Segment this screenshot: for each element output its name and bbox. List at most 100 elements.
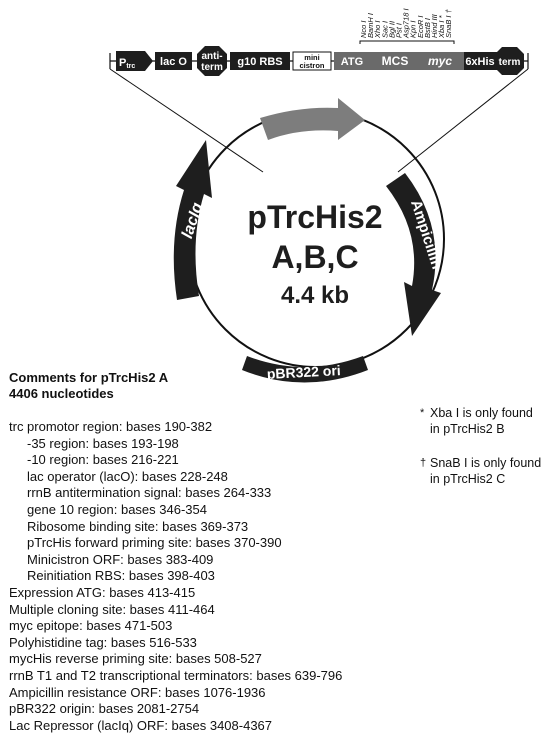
restriction-site-label: Bgl II: [387, 21, 396, 38]
feature-value: bases 228-248: [141, 468, 228, 484]
expression-cassette-arrow: [260, 98, 365, 140]
restriction-site-label: Pst I: [395, 23, 404, 38]
feature-value: bases 193-198: [92, 435, 179, 451]
feature-row: Ampicillin resistance ORF: bases 1076-19…: [9, 685, 409, 702]
feature-value: bases 411-464: [129, 601, 215, 617]
feature-value: bases 508-527: [175, 651, 262, 667]
feature-value: bases 369-373: [162, 518, 249, 534]
feature-row: Expression ATG: bases 413-415: [9, 585, 409, 602]
minicistron-box: mini cistron: [292, 51, 332, 71]
feature-name: Minicistron ORF:: [27, 551, 128, 567]
plasmid-size: 4.4 kb: [281, 282, 349, 309]
feature-row: trc promotor region: bases 190-382: [9, 419, 409, 436]
feature-name: lac operator (lacO):: [27, 468, 142, 484]
svg-text:ATG: ATG: [341, 56, 363, 68]
plasmid-name: pTrcHis2: [247, 199, 382, 235]
feature-name: -35 region:: [27, 435, 93, 451]
svg-text:g10 RBS: g10 RBS: [237, 56, 282, 68]
feature-list: trc promotor region: bases 190-382-35 re…: [9, 419, 409, 734]
laci-arrow: lacIq: [173, 140, 212, 300]
feature-name: trc promotor region:: [9, 419, 127, 434]
feature-name: Reinitiation RBS:: [27, 568, 129, 584]
footnote-snab-line2: in pTrcHis2 C: [430, 472, 506, 486]
feature-name: Ampicillin resistance ORF:: [9, 684, 166, 700]
ptrc-promoter: Ptrc: [116, 51, 153, 71]
feature-name: Ribosome binding site:: [27, 518, 163, 534]
feature-value: bases 383-409: [127, 551, 214, 567]
restriction-site-label: Hind III: [430, 14, 439, 38]
terminator-element: term: [495, 47, 524, 75]
footnote-xba-line1: Xba I is only found: [430, 406, 533, 420]
feature-value: bases 1076-1936: [165, 684, 266, 700]
footnote-snab: † SnaB I is only found in pTrcHis2 C: [420, 455, 557, 487]
feature-row: gene 10 region: bases 346-354: [9, 502, 409, 519]
comments-title: Comments for pTrcHis2 A: [9, 370, 169, 385]
feature-value: bases 190-382: [126, 419, 213, 434]
restriction-site-label: SnaB I †: [444, 8, 453, 38]
ori-box: pBR322 ori: [242, 356, 368, 383]
feature-row: Minicistron ORF: bases 383-409: [9, 552, 409, 569]
feature-value: bases 370-390: [195, 535, 282, 551]
svg-text:lac O: lac O: [160, 56, 187, 68]
feature-value: bases 639-796: [256, 667, 343, 683]
feature-value: bases 398-403: [128, 568, 215, 584]
svg-text:MCS: MCS: [382, 54, 409, 68]
cassette: Ptrc lac O anti- term g10 RBS mini cistr…: [109, 40, 529, 76]
feature-row: Reinitiation RBS: bases 398-403: [9, 568, 409, 585]
svg-text:cistron: cistron: [299, 61, 324, 70]
feature-row: myc epitope: bases 471-503: [9, 618, 409, 635]
svg-text:mini: mini: [304, 53, 319, 62]
feature-name: myc epitope:: [9, 618, 87, 634]
feature-name: Lac Repressor (lacIq) ORF:: [9, 717, 172, 733]
connector-left: [109, 68, 264, 173]
feature-row: pTrcHis forward priming site: bases 370-…: [9, 535, 409, 552]
feature-name: mycHis reverse priming site:: [9, 651, 176, 667]
feature-name: pTrcHis forward priming site:: [27, 535, 196, 551]
svg-text:anti-: anti-: [201, 51, 222, 62]
feature-value: bases 264-333: [185, 485, 272, 501]
svg-text:myc: myc: [428, 54, 452, 68]
feature-value: bases 471-503: [86, 618, 173, 634]
feature-row: -35 region: bases 193-198: [9, 436, 409, 453]
feature-value: bases 3408-4367: [171, 717, 273, 733]
svg-text:pBR322 ori: pBR322 ori: [266, 362, 341, 382]
svg-text:Ptrc: Ptrc: [119, 57, 135, 70]
footnote-xba-line2: in pTrcHis2 B: [430, 422, 505, 436]
feature-name: pBR322 origin:: [9, 701, 99, 717]
feature-name: Polyhistidine tag:: [9, 634, 111, 650]
feature-row: Multiple cloning site: bases 411-464: [9, 602, 409, 619]
feature-name: Expression ATG:: [9, 584, 110, 600]
feature-row: Lac Repressor (lacIq) ORF: bases 3408-43…: [9, 718, 409, 735]
restriction-site-label: BstB I: [423, 18, 432, 38]
restriction-site-label: Kpn I: [409, 20, 418, 38]
restriction-site-label: Xba I *: [437, 14, 446, 39]
feature-value: bases 413-415: [109, 584, 196, 600]
svg-text:6xHis: 6xHis: [465, 56, 494, 68]
restriction-site-label: Asp718 I: [402, 8, 411, 39]
feature-value: bases 346-354: [120, 501, 207, 517]
plasmid-versions: A,B,C: [271, 239, 358, 275]
comments-subtitle: 4406 nucleotides: [9, 386, 114, 401]
feature-row: mycHis reverse priming site: bases 508-5…: [9, 651, 409, 668]
feature-name: gene 10 region:: [27, 501, 121, 517]
svg-text:term: term: [201, 62, 223, 73]
connector-right: [397, 68, 529, 173]
restriction-site-label: Sac I: [380, 21, 389, 38]
lac-operator-box: lac O: [155, 52, 192, 70]
feature-value: bases 2081-2754: [98, 701, 200, 717]
feature-row: rrnB T1 and T2 transcriptional terminato…: [9, 668, 409, 685]
feature-name: rrnB T1 and T2 transcriptional terminato…: [9, 667, 257, 683]
restriction-site-label: Xho I: [373, 20, 382, 39]
feature-value: bases 516-533: [110, 634, 197, 650]
feature-row: Ribosome binding site: bases 369-373: [9, 519, 409, 536]
restriction-site-label: BamH I: [366, 13, 375, 38]
feature-row: lac operator (lacO): bases 228-248: [9, 469, 409, 486]
g10-rbs-box: g10 RBS: [230, 52, 290, 70]
feature-row: -10 region: bases 216-221: [9, 452, 409, 469]
feature-name: Multiple cloning site:: [9, 601, 130, 617]
mcs-bracket: [359, 40, 455, 44]
feature-name: rrnB antitermination signal:: [27, 485, 186, 501]
feature-row: Polyhistidine tag: bases 516-533: [9, 635, 409, 652]
